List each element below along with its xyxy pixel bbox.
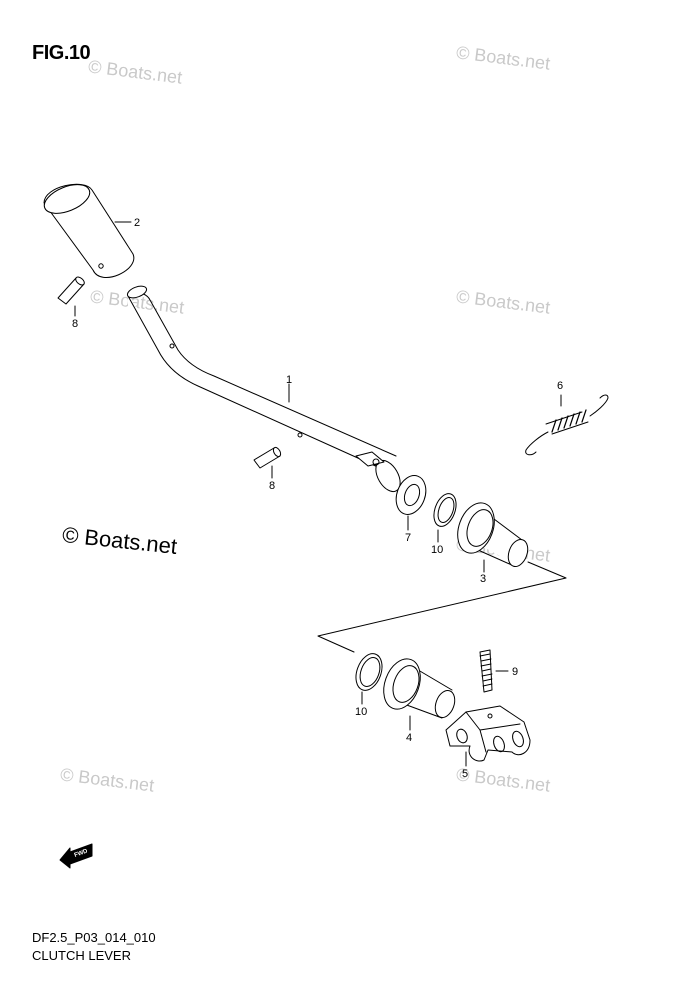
callout-label: 4 xyxy=(406,732,412,744)
washer-part xyxy=(395,475,427,531)
o-ring-lower-part xyxy=(355,653,383,705)
pin-upper-part xyxy=(57,276,85,317)
fwd-label: FWD xyxy=(74,848,90,859)
callout-label: 3 xyxy=(480,573,486,585)
bolt-part xyxy=(479,649,509,693)
lever-part xyxy=(126,285,401,493)
callout-label: 7 xyxy=(405,532,411,544)
grip-part xyxy=(43,183,135,278)
fwd-arrow-icon: FWD xyxy=(59,843,93,869)
bushing-upper-part xyxy=(457,502,529,573)
callout-label: 8 xyxy=(269,480,275,492)
callout-label: 8 xyxy=(72,318,78,330)
spring-part xyxy=(525,394,609,456)
callout-label: 6 xyxy=(557,380,563,392)
bracket-part xyxy=(445,705,531,767)
callout-label: 1 xyxy=(286,374,292,386)
figure-code: DF2.5_P03_014_010 xyxy=(32,930,156,945)
pin-lower-part xyxy=(253,446,282,479)
o-ring-upper-part xyxy=(433,493,457,543)
connection-line xyxy=(317,561,567,653)
bushing-lower-part xyxy=(383,658,456,731)
figure-caption: CLUTCH LEVER xyxy=(32,948,131,963)
callout-label: 10 xyxy=(355,706,367,718)
callout-label: 5 xyxy=(462,768,468,780)
callout-label: 9 xyxy=(512,666,518,678)
figure-title: FIG.10 xyxy=(32,42,91,64)
callout-label: 10 xyxy=(431,544,443,556)
callout-label: 2 xyxy=(134,217,140,229)
